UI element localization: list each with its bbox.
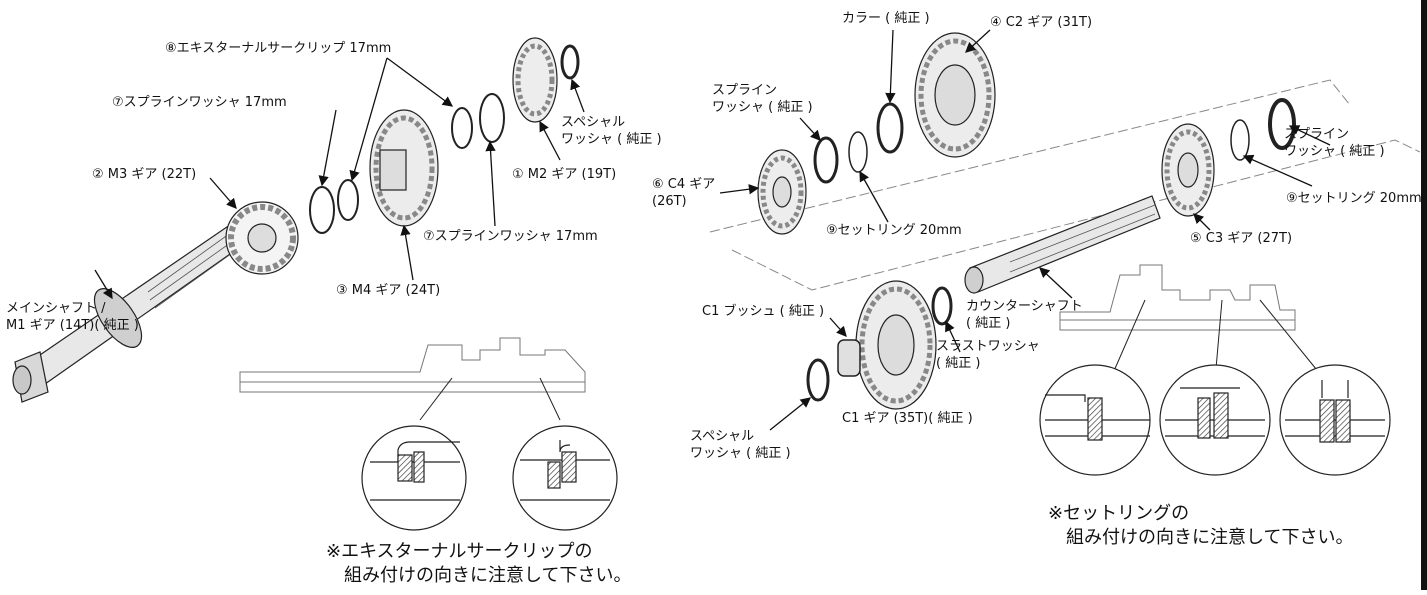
set-ring-counter-b-drawing [1230, 98, 1296, 161]
note-set-ring-orientation: ※セットリングの 組み付けの向きに注意して下さい。 [1048, 503, 1354, 548]
counter-inset-housing [1059, 264, 1296, 331]
label-spline-washer-17-b: ⑦スプラインワッシャ 17mm [423, 229, 598, 244]
special-washer-counter-drawing [806, 358, 830, 402]
main-inset-housing [239, 337, 586, 393]
label-circlip-17: ⑧エキスターナルサークリップ 17mm [165, 41, 392, 56]
c1-bushing-drawing [837, 339, 861, 377]
c1-gear-drawing [855, 280, 937, 410]
label-special-washer-main: スペシャル ワッシャ ( 純正 ) [561, 115, 662, 147]
collar-drawing [876, 102, 904, 154]
label-spline-washer-counter-a: スプライン ワッシャ ( 純正 ) [712, 83, 813, 115]
m2-gear-drawing [512, 37, 558, 123]
label-main-shaft: メインシャフト / M1 ギア (14T)( 純正 ) [6, 301, 139, 333]
right-edge-bar [1421, 0, 1427, 590]
m3-gear-drawing [225, 201, 299, 275]
label-m3-gear: ② M3 ギア (22T) [92, 167, 197, 182]
c2-gear-drawing [914, 32, 996, 158]
thrust-washer-drawing [931, 286, 953, 326]
label-c2-gear: ④ C2 ギア (31T) [990, 15, 1093, 30]
label-spline-washer-counter-b: スプライン ワッシャ ( 純正 ) [1284, 127, 1385, 159]
label-set-ring-20-a: ⑨セットリング 20mm [826, 223, 962, 238]
counter-shaft-drawing [964, 195, 1161, 294]
leader-lines-counter [719, 29, 1331, 431]
label-thrust-washer: スラストワッシャ ( 純正 ) [936, 339, 1040, 371]
label-c3-gear: ⑤ C3 ギア (27T) [1190, 231, 1293, 246]
counter-plane [709, 79, 1421, 291]
label-m2-gear: ① M2 ギア (19T) [512, 167, 617, 182]
c3-gear-drawing [1161, 123, 1215, 217]
main-shaft-drawing [12, 217, 251, 403]
label-m4-gear: ③ M4 ギア (24T) [336, 283, 441, 298]
note-circlip-orientation: ※エキスターナルサークリップの 組み付けの向きに注意して下さい。 [326, 541, 632, 586]
circlip-17-drawing [451, 93, 505, 149]
special-washer-main-drawing [560, 44, 580, 80]
leader-lines-main [94, 57, 585, 300]
label-special-washer-counter: スペシャル ワッシャ ( 純正 ) [690, 429, 791, 461]
spline-washer-counter-a-drawing [813, 131, 868, 184]
label-collar: カラー ( 純正 ) [842, 11, 930, 26]
label-set-ring-20-b: ⑨セットリング 20mm [1286, 191, 1422, 206]
label-counter-shaft: カウンターシャフト ( 純正 ) [966, 299, 1083, 331]
label-c4-gear: ⑥ C4 ギア (26T) [652, 177, 716, 209]
m4-gear-drawing [369, 109, 439, 227]
counter-inset-details [1039, 299, 1391, 476]
label-c1-gear: C1 ギア (35T)( 純正 ) [842, 411, 973, 426]
label-spline-washer-17-a: ⑦スプラインワッシャ 17mm [112, 95, 287, 110]
label-c1-bushing: C1 ブッシュ ( 純正 ) [702, 304, 825, 319]
c4-gear-drawing [757, 149, 807, 235]
spline-washer-17-a-drawing [309, 179, 359, 234]
main-inset-details [361, 377, 618, 531]
